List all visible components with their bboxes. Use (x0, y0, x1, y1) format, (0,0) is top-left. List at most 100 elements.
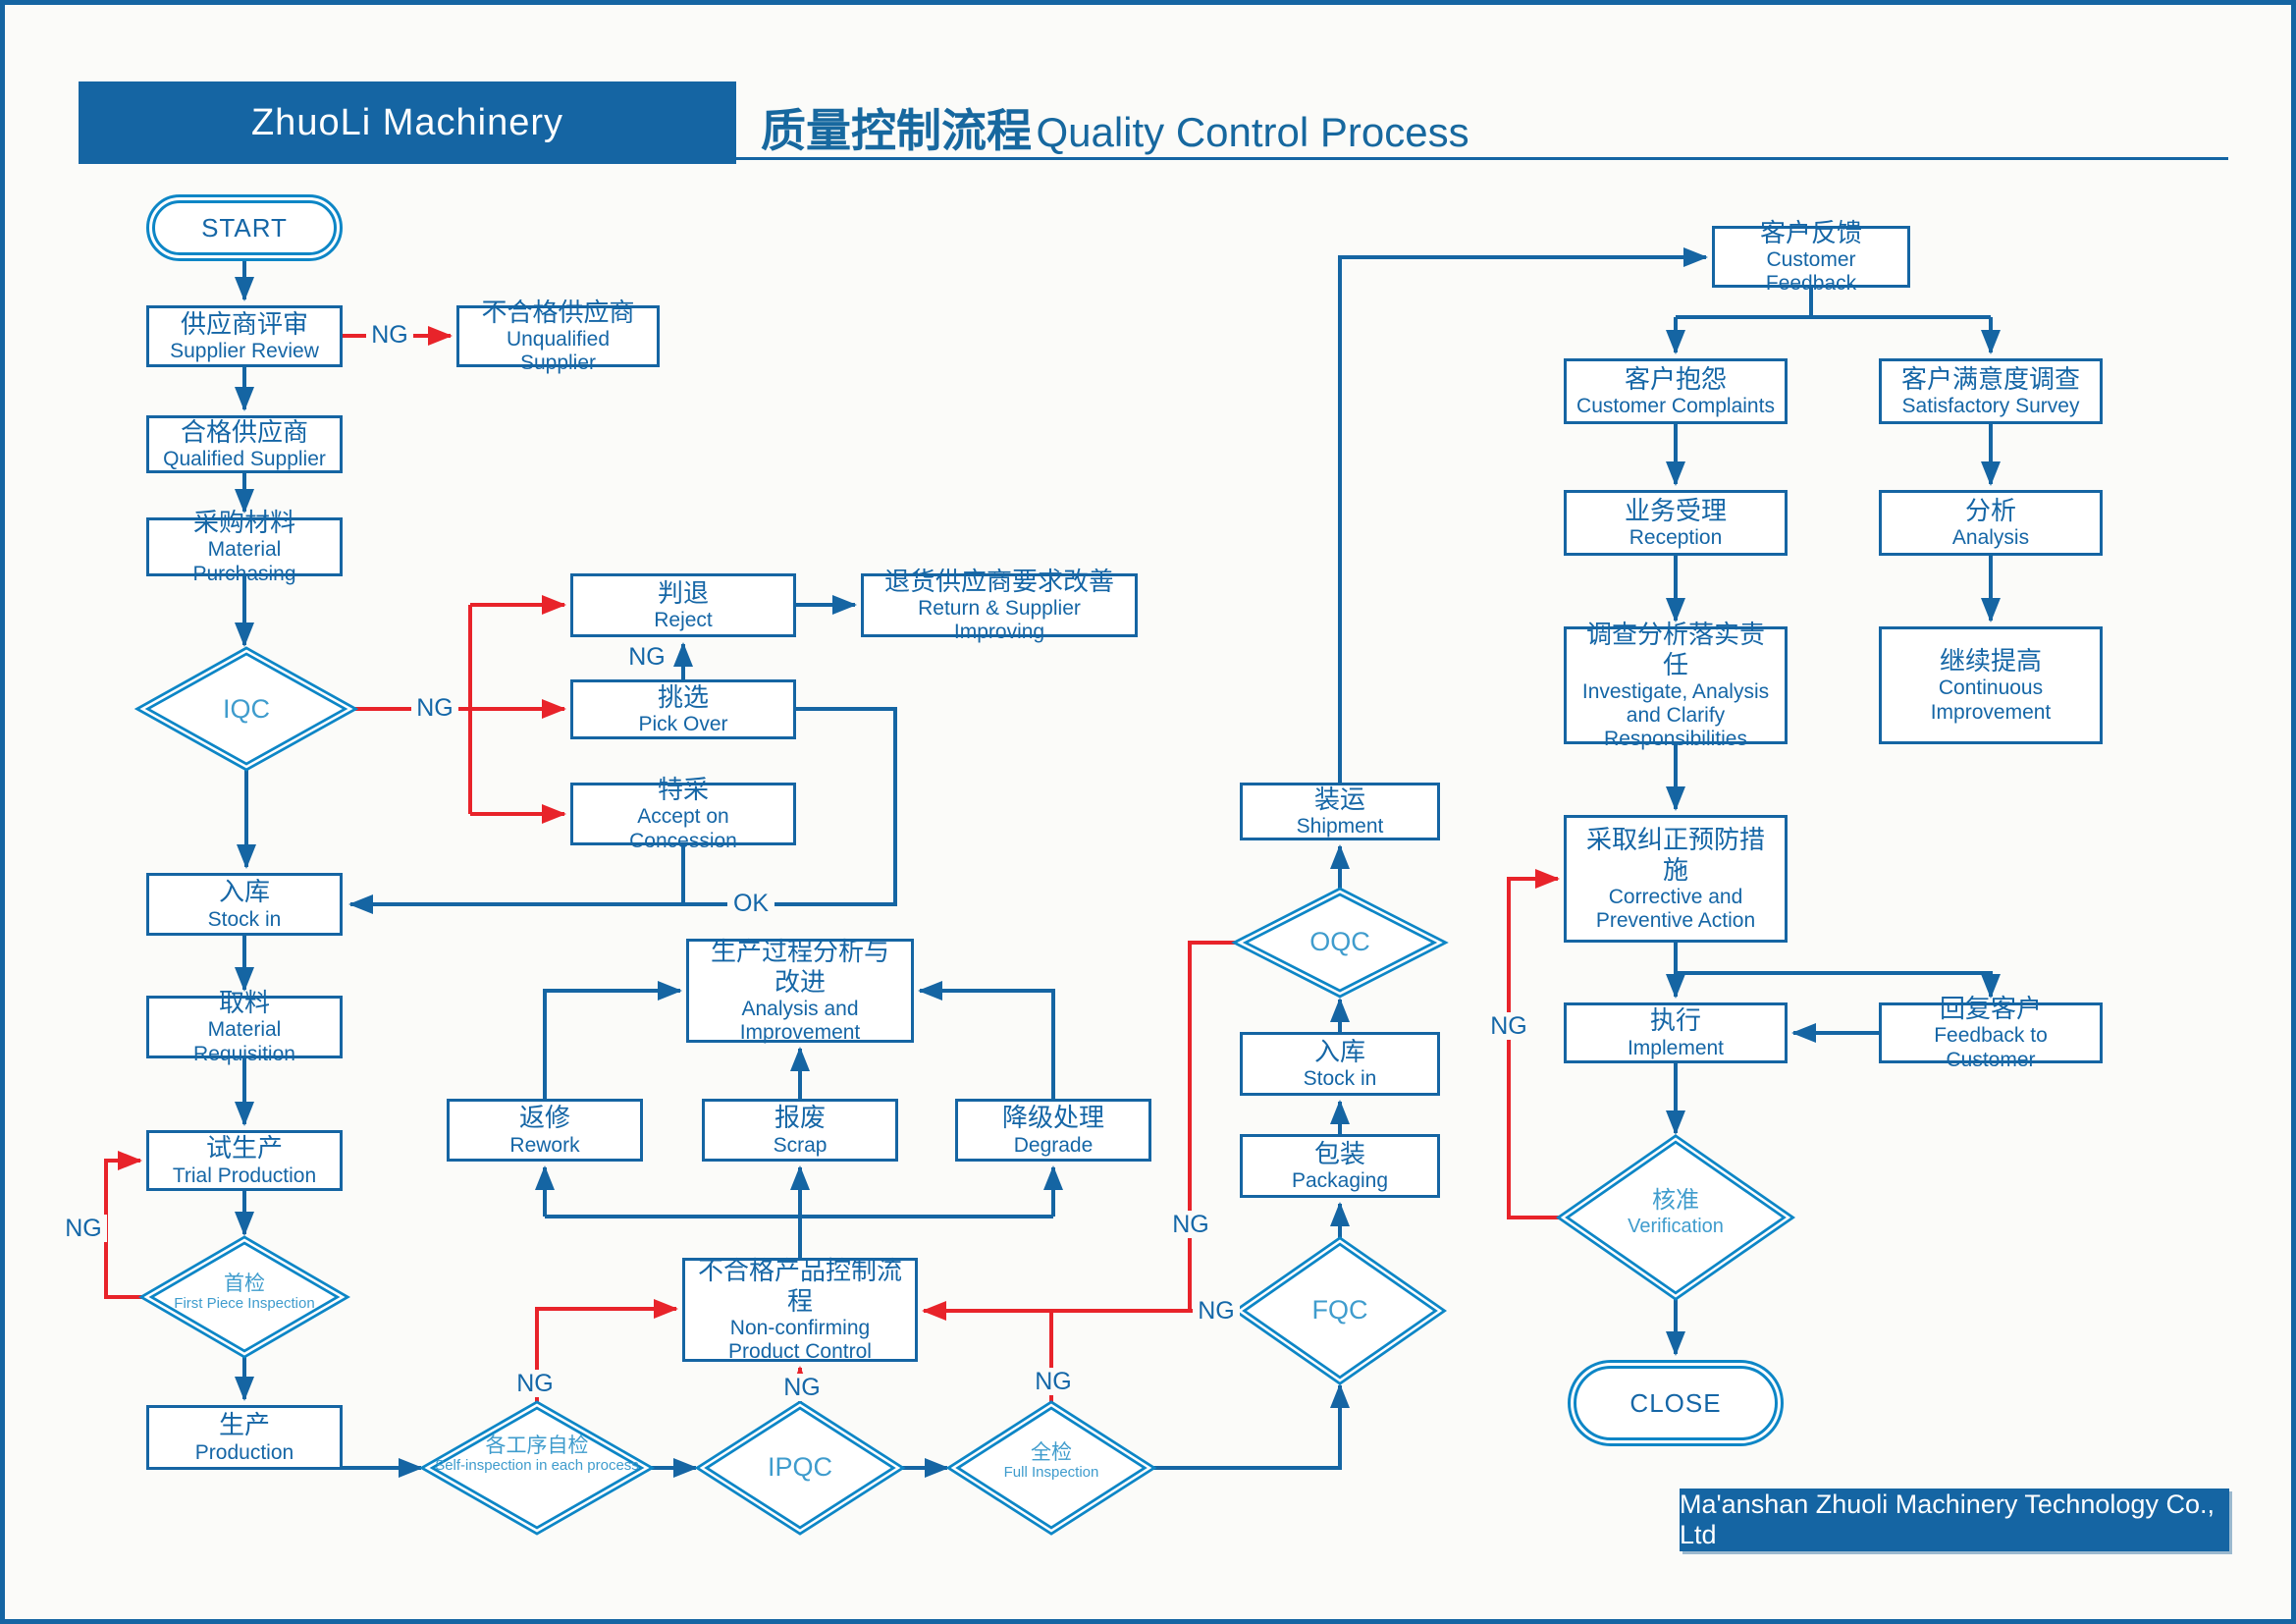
node-material-requisition: 取料 Material Requisition (146, 988, 343, 1065)
node-investigate-zh: 调查分析落实责任 (1585, 619, 1765, 679)
node-return-supplier-improving-en: Return & Supplier Improving (918, 596, 1081, 644)
node-satisfactory-survey: 客户满意度调查 Satisfactory Survey (1879, 358, 2103, 424)
node-continuous-improvement-zh: 继续提高 (1939, 646, 2042, 677)
node-analysis-and-improvement: 生产过程分析与改进 Analysis and Improvement (686, 937, 914, 1045)
node-self-inspection-zh: 各工序自检 (485, 1435, 589, 1457)
node-pick-over: 挑选 Pick Over (570, 679, 796, 739)
node-stock-in-material-en: Stock in (207, 907, 282, 931)
node-unqualified-supplier: 不合格供应商 Unqualified Supplier (456, 298, 660, 374)
node-rework-en: Rework (509, 1133, 580, 1157)
node-packaging: 包装 Packaging (1240, 1134, 1440, 1198)
node-satisfactory-survey-en: Satisfactory Survey (1901, 395, 2080, 418)
node-self-inspection-en: Self-inspection in each process (435, 1457, 639, 1475)
node-verification-en: Verification (1628, 1215, 1724, 1237)
node-reject-zh: 判退 (657, 577, 709, 608)
edge-label-ng-ipqc: NG (778, 1374, 826, 1401)
node-shipment-en: Shipment (1296, 815, 1384, 839)
node-pick-over-zh: 挑选 (657, 681, 709, 712)
node-feedback-to-customer-zh: 回复客户 (1939, 994, 2042, 1024)
node-supplier-review-zh: 供应商评审 (180, 308, 308, 339)
node-customer-feedback-zh: 客户反馈 (1759, 217, 1862, 247)
node-degrade: 降级处理 Degrade (955, 1099, 1151, 1162)
edge-label-ng-pick-over: NG (628, 643, 666, 671)
node-reception-en: Reception (1629, 526, 1723, 550)
node-packaging-zh: 包装 (1313, 1138, 1365, 1168)
node-return-supplier-improving: 退货供应商要求改善 Return & Supplier Improving (861, 567, 1138, 643)
node-accept-on-concession: 特采 Accept on Concession (570, 775, 796, 852)
node-first-piece-inspection-zh: 首检 (224, 1272, 265, 1295)
node-reject-en: Reject (654, 609, 713, 632)
node-verification-decision: 核准 Verification (1577, 1187, 1774, 1237)
node-analysis-en: Analysis (1951, 526, 2030, 550)
node-material-purchasing: 采购材料 Material Purchasing (146, 508, 343, 585)
edge-label-ng-self-inspection: NG (511, 1370, 559, 1397)
page-title-zh: 质量控制流程 (761, 105, 1032, 156)
node-shipment: 装运 Shipment (1240, 783, 1440, 840)
node-start-label: START (152, 200, 337, 255)
edge-label-ok-stock-in: OK (727, 890, 774, 917)
node-satisfactory-survey-zh: 客户满意度调查 (1900, 363, 2080, 394)
node-close-label: CLOSE (1574, 1366, 1778, 1440)
brand-name: ZhuoLi Machinery (250, 101, 564, 143)
node-qualified-supplier-en: Qualified Supplier (163, 448, 326, 471)
node-supplier-review: 供应商评审 Supplier Review (146, 305, 343, 367)
node-degrade-en: Degrade (1013, 1133, 1094, 1157)
node-analysis: 分析 Analysis (1879, 490, 2103, 556)
header-divider (79, 157, 2228, 160)
node-full-inspection-decision: 全检 Full Inspection (953, 1440, 1149, 1482)
node-scrap-zh: 报废 (774, 1103, 826, 1133)
node-shipment-zh: 装运 (1313, 784, 1365, 814)
edge-label-ng-oqc: NG (1167, 1211, 1214, 1238)
node-start: START (146, 194, 343, 261)
node-qualified-supplier-zh: 合格供应商 (180, 416, 308, 447)
node-investigate-en: Investigate, Analysis and Clarify Respon… (1581, 679, 1770, 751)
node-feedback-to-customer-en: Feedback to Customer (1934, 1024, 2048, 1071)
node-reception-zh: 业务受理 (1624, 495, 1727, 525)
node-verification-zh: 核准 (1652, 1187, 1699, 1214)
node-close: CLOSE (1568, 1360, 1784, 1446)
node-corrective-zh: 采取纠正预防措施 (1585, 824, 1765, 885)
node-material-purchasing-zh: 采购材料 (192, 508, 295, 538)
node-trial-production-zh: 试生产 (205, 1133, 283, 1164)
node-corrective-preventive-action: 采取纠正预防措施 Corrective and Preventive Actio… (1564, 815, 1788, 943)
node-feedback-to-customer: 回复客户 Feedback to Customer (1879, 994, 2103, 1071)
node-full-inspection-en: Full Inspection (1003, 1464, 1099, 1482)
node-self-inspection-decision: 各工序自检 Self-inspection in each process (434, 1434, 640, 1475)
node-material-requisition-zh: 取料 (218, 988, 270, 1018)
node-iqc-decision: IQC (222, 694, 270, 724)
node-customer-feedback: 客户反馈 Customer Feedback (1712, 218, 1910, 295)
node-analysis-and-improvement-en: Analysis and Improvement (739, 998, 861, 1045)
node-stock-in-material-zh: 入库 (218, 877, 270, 907)
node-scrap-en: Scrap (773, 1133, 828, 1157)
node-material-purchasing-en: Material Purchasing (192, 538, 296, 585)
node-degrade-zh: 降级处理 (1001, 1103, 1104, 1133)
node-customer-complaints-en: Customer Complaints (1576, 395, 1775, 418)
node-pick-over-en: Pick Over (638, 713, 728, 736)
node-implement: 执行 Implement (1564, 1002, 1788, 1063)
node-non-confirming-product-control: 不合格产品控制流程 Non-confirming Product Control (682, 1256, 918, 1364)
node-non-confirming-en: Non-confirming Product Control (728, 1317, 872, 1364)
node-stock-in-finished-zh: 入库 (1313, 1036, 1365, 1066)
edge-label-ng-full-inspection: NG (1030, 1368, 1077, 1395)
node-first-piece-inspection-en: First Piece Inspection (174, 1295, 315, 1313)
node-fqc-decision: FQC (1311, 1295, 1368, 1325)
node-packaging-en: Packaging (1291, 1169, 1389, 1193)
node-trial-production-en: Trial Production (172, 1164, 317, 1187)
company-footer: Ma'anshan Zhuoli Machinery Technology Co… (1680, 1489, 2229, 1551)
node-accept-on-concession-zh: 特采 (657, 775, 709, 805)
node-stock-in-finished: 入库 Stock in (1240, 1032, 1440, 1096)
node-production-zh: 生产 (218, 1410, 270, 1440)
node-implement-en: Implement (1627, 1036, 1725, 1059)
node-rework: 返修 Rework (447, 1099, 643, 1162)
node-production-en: Production (194, 1440, 294, 1464)
page-title: 质量控制流程 Quality Control Process (761, 95, 1469, 160)
node-corrective-en: Corrective and Preventive Action (1595, 886, 1756, 933)
node-material-requisition-en: Material Requisition (193, 1018, 295, 1065)
node-accept-on-concession-en: Accept on Concession (629, 805, 737, 852)
node-customer-complaints: 客户抱怨 Customer Complaints (1564, 358, 1788, 424)
node-customer-feedback-en: Customer Feedback (1765, 247, 1857, 296)
page-title-en: Quality Control Process (1036, 109, 1469, 155)
node-oqc-decision: OQC (1309, 927, 1370, 956)
node-reception: 业务受理 Reception (1564, 490, 1788, 556)
